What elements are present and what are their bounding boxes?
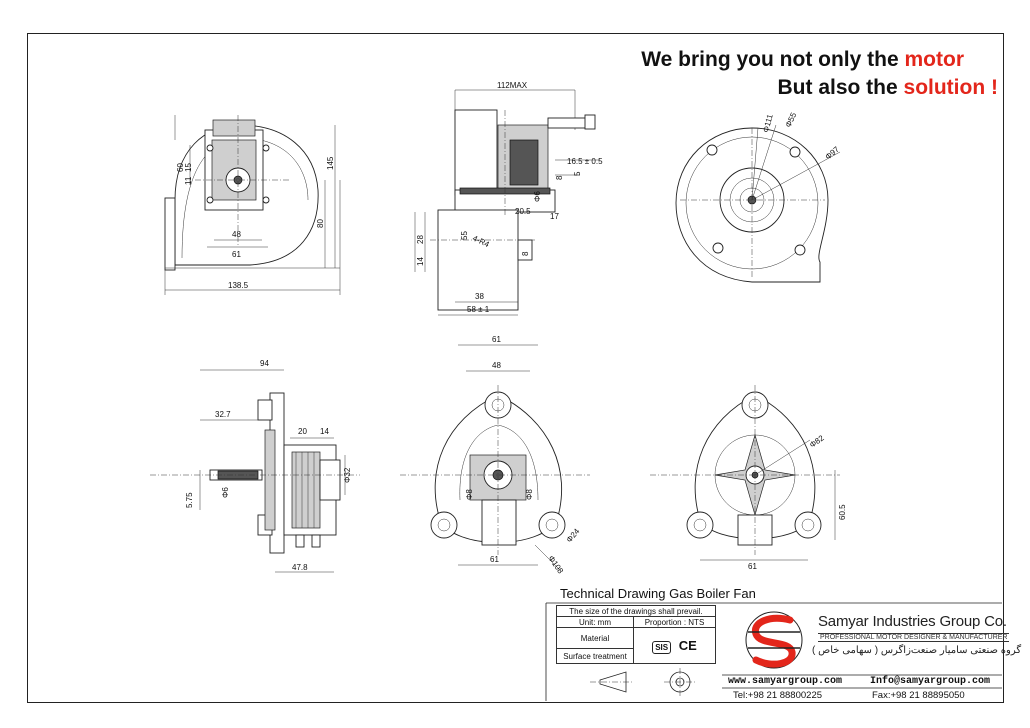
dim-60: 60 (176, 163, 185, 172)
fan-rear-view (675, 124, 841, 283)
dim-60-5: 60.5 (838, 504, 847, 520)
dim-38: 38 (475, 292, 484, 301)
dim-phi82: Φ82 (808, 433, 826, 449)
dim-phi24: Φ24 (565, 526, 582, 544)
dim-5-75: 5.75 (185, 492, 194, 508)
dim-5: 5 (573, 171, 582, 176)
fan-side-view (414, 89, 600, 316)
dim-58: 58 ± 1 (467, 305, 490, 314)
sis-mark-icon: SIS (652, 641, 672, 654)
dim-80: 80 (316, 219, 325, 228)
dim-phi32: Φ32 (343, 467, 352, 483)
slogan-line-1: We bring you not only the motor (641, 48, 964, 72)
dim-phi6-side: Φ6 (533, 191, 542, 202)
email-link[interactable]: Info@samyargroup.com (870, 676, 991, 687)
material-label: Material (556, 627, 634, 649)
ce-mark-icon: CE (678, 638, 697, 653)
dim-phi8-left: Φ8 (465, 489, 474, 500)
dim-16-5: 16.5 ± 0.5 (567, 157, 603, 166)
dim-48-front: 48 (492, 361, 501, 370)
dim-61-rear: 61 (748, 562, 757, 571)
dim-20-5: 20.5 (515, 207, 531, 216)
dim-112max: 112MAX (497, 81, 528, 90)
dim-phi97: Φ97 (824, 144, 842, 161)
dim-61-bottom: 61 (490, 555, 499, 564)
dim-14-side: 14 (416, 257, 425, 266)
dim-phi6-motor: Φ6 (221, 487, 230, 498)
company-name-persian: گروه صنعتی سامیار صنعت‌زاگرس ( سهامی خاص… (812, 645, 1022, 656)
dim-20: 20 (298, 427, 307, 436)
drawing-frame (27, 33, 1004, 703)
fan-front-view (164, 115, 341, 295)
website-link[interactable]: www.samyargroup.com (728, 676, 843, 687)
dim-17: 17 (550, 212, 559, 221)
dim-55: 55 (460, 231, 469, 240)
dim-phi108: Φ108 (546, 554, 565, 576)
dim-61-top: 61 (492, 335, 501, 344)
proportion-label: Proportion : NTS (633, 616, 716, 628)
slogan-line-2-highlight: solution ! (903, 76, 998, 99)
projection-symbol (590, 668, 696, 696)
dim-61: 61 (232, 250, 241, 259)
dim-48: 48 (232, 230, 241, 239)
slogan-line-1-highlight: motor (904, 48, 965, 71)
unit-label: Unit: mm (556, 616, 634, 628)
slogan-line-2-text: But also the (777, 76, 904, 99)
dim-phi55: Φ55 (784, 111, 799, 129)
dim-8-top: 8 (555, 175, 564, 180)
motor-rear-view (650, 385, 840, 561)
motor-side-view (150, 369, 360, 573)
dim-138-5: 138.5 (228, 281, 249, 290)
dim-47-8: 47.8 (292, 563, 308, 572)
telephone-number: Tel:+98 21 88800225 (733, 690, 823, 701)
drawing-title: Technical Drawing Gas Boiler Fan (560, 586, 756, 601)
dim-15: 15 (184, 163, 193, 172)
dim-14-motor: 14 (320, 427, 329, 436)
slogan-line-2: But also the solution ! (778, 76, 999, 100)
certification-marks: SIS CE (633, 627, 716, 664)
title-block-table: The size of the drawings shall prevail. … (556, 605, 716, 664)
dim-28: 28 (416, 235, 425, 244)
motor-front-view (400, 344, 590, 571)
drawing-note: The size of the drawings shall prevail. (556, 605, 716, 617)
company-name: Samyar Industries Group Co. (818, 613, 1007, 630)
dim-94: 94 (260, 359, 269, 368)
dim-8-bottom: 8 (521, 251, 530, 256)
dim-phi8-right: Φ8 (525, 489, 534, 500)
surface-treatment-label: Surface treatment (556, 648, 634, 664)
dim-145: 145 (326, 156, 335, 170)
company-tagline: PROFESSIONAL MOTOR DESIGNER & MANUFACTUR… (818, 633, 1010, 642)
dim-32-7: 32.7 (215, 410, 231, 419)
dim-11: 11 (184, 176, 193, 185)
slogan-line-1-text: We bring you not only the (641, 48, 905, 71)
fax-number: Fax:+98 21 88895050 (872, 690, 965, 701)
samyar-logo (745, 611, 803, 669)
